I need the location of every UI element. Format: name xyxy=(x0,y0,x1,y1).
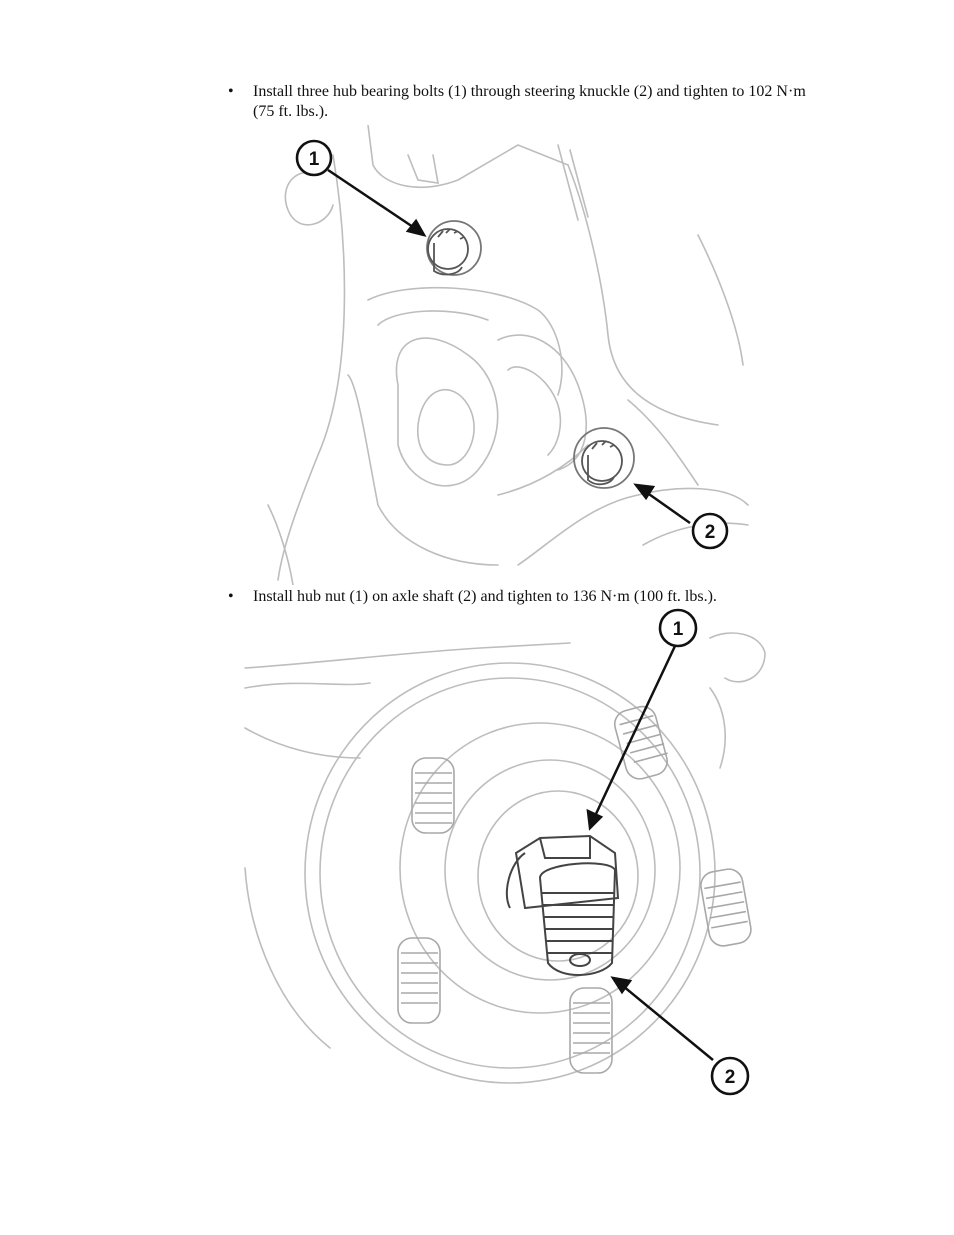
instruction-text: Install three hub bearing bolts (1) thro… xyxy=(253,83,806,120)
bullet-marker: • xyxy=(228,83,234,100)
callout-1: 1 xyxy=(295,139,333,177)
callout-2: 2 xyxy=(710,1056,750,1096)
wheel-stud xyxy=(700,868,752,947)
wheel-stud xyxy=(569,987,613,1074)
wheel-stud xyxy=(397,937,441,1024)
bullet-marker: • xyxy=(228,588,234,605)
hub-nut-illustration: 1 2 xyxy=(240,608,770,1103)
callout-label: 2 xyxy=(705,522,716,543)
wheel-stud xyxy=(613,705,668,780)
knuckle-drawing: 1 2 xyxy=(267,124,749,586)
wheel-stud xyxy=(411,757,455,834)
instruction-text: Install hub nut (1) on axle shaft (2) an… xyxy=(253,588,717,605)
callout-label: 1 xyxy=(673,619,684,640)
callout-label: 2 xyxy=(725,1067,736,1088)
hub-drawing: 1 2 xyxy=(244,608,766,1096)
callout-label: 1 xyxy=(309,149,320,170)
callout-2: 2 xyxy=(691,512,729,550)
hub-bearing-bolts-illustration: 1 2 xyxy=(258,124,753,586)
callout-1: 1 xyxy=(658,608,698,648)
